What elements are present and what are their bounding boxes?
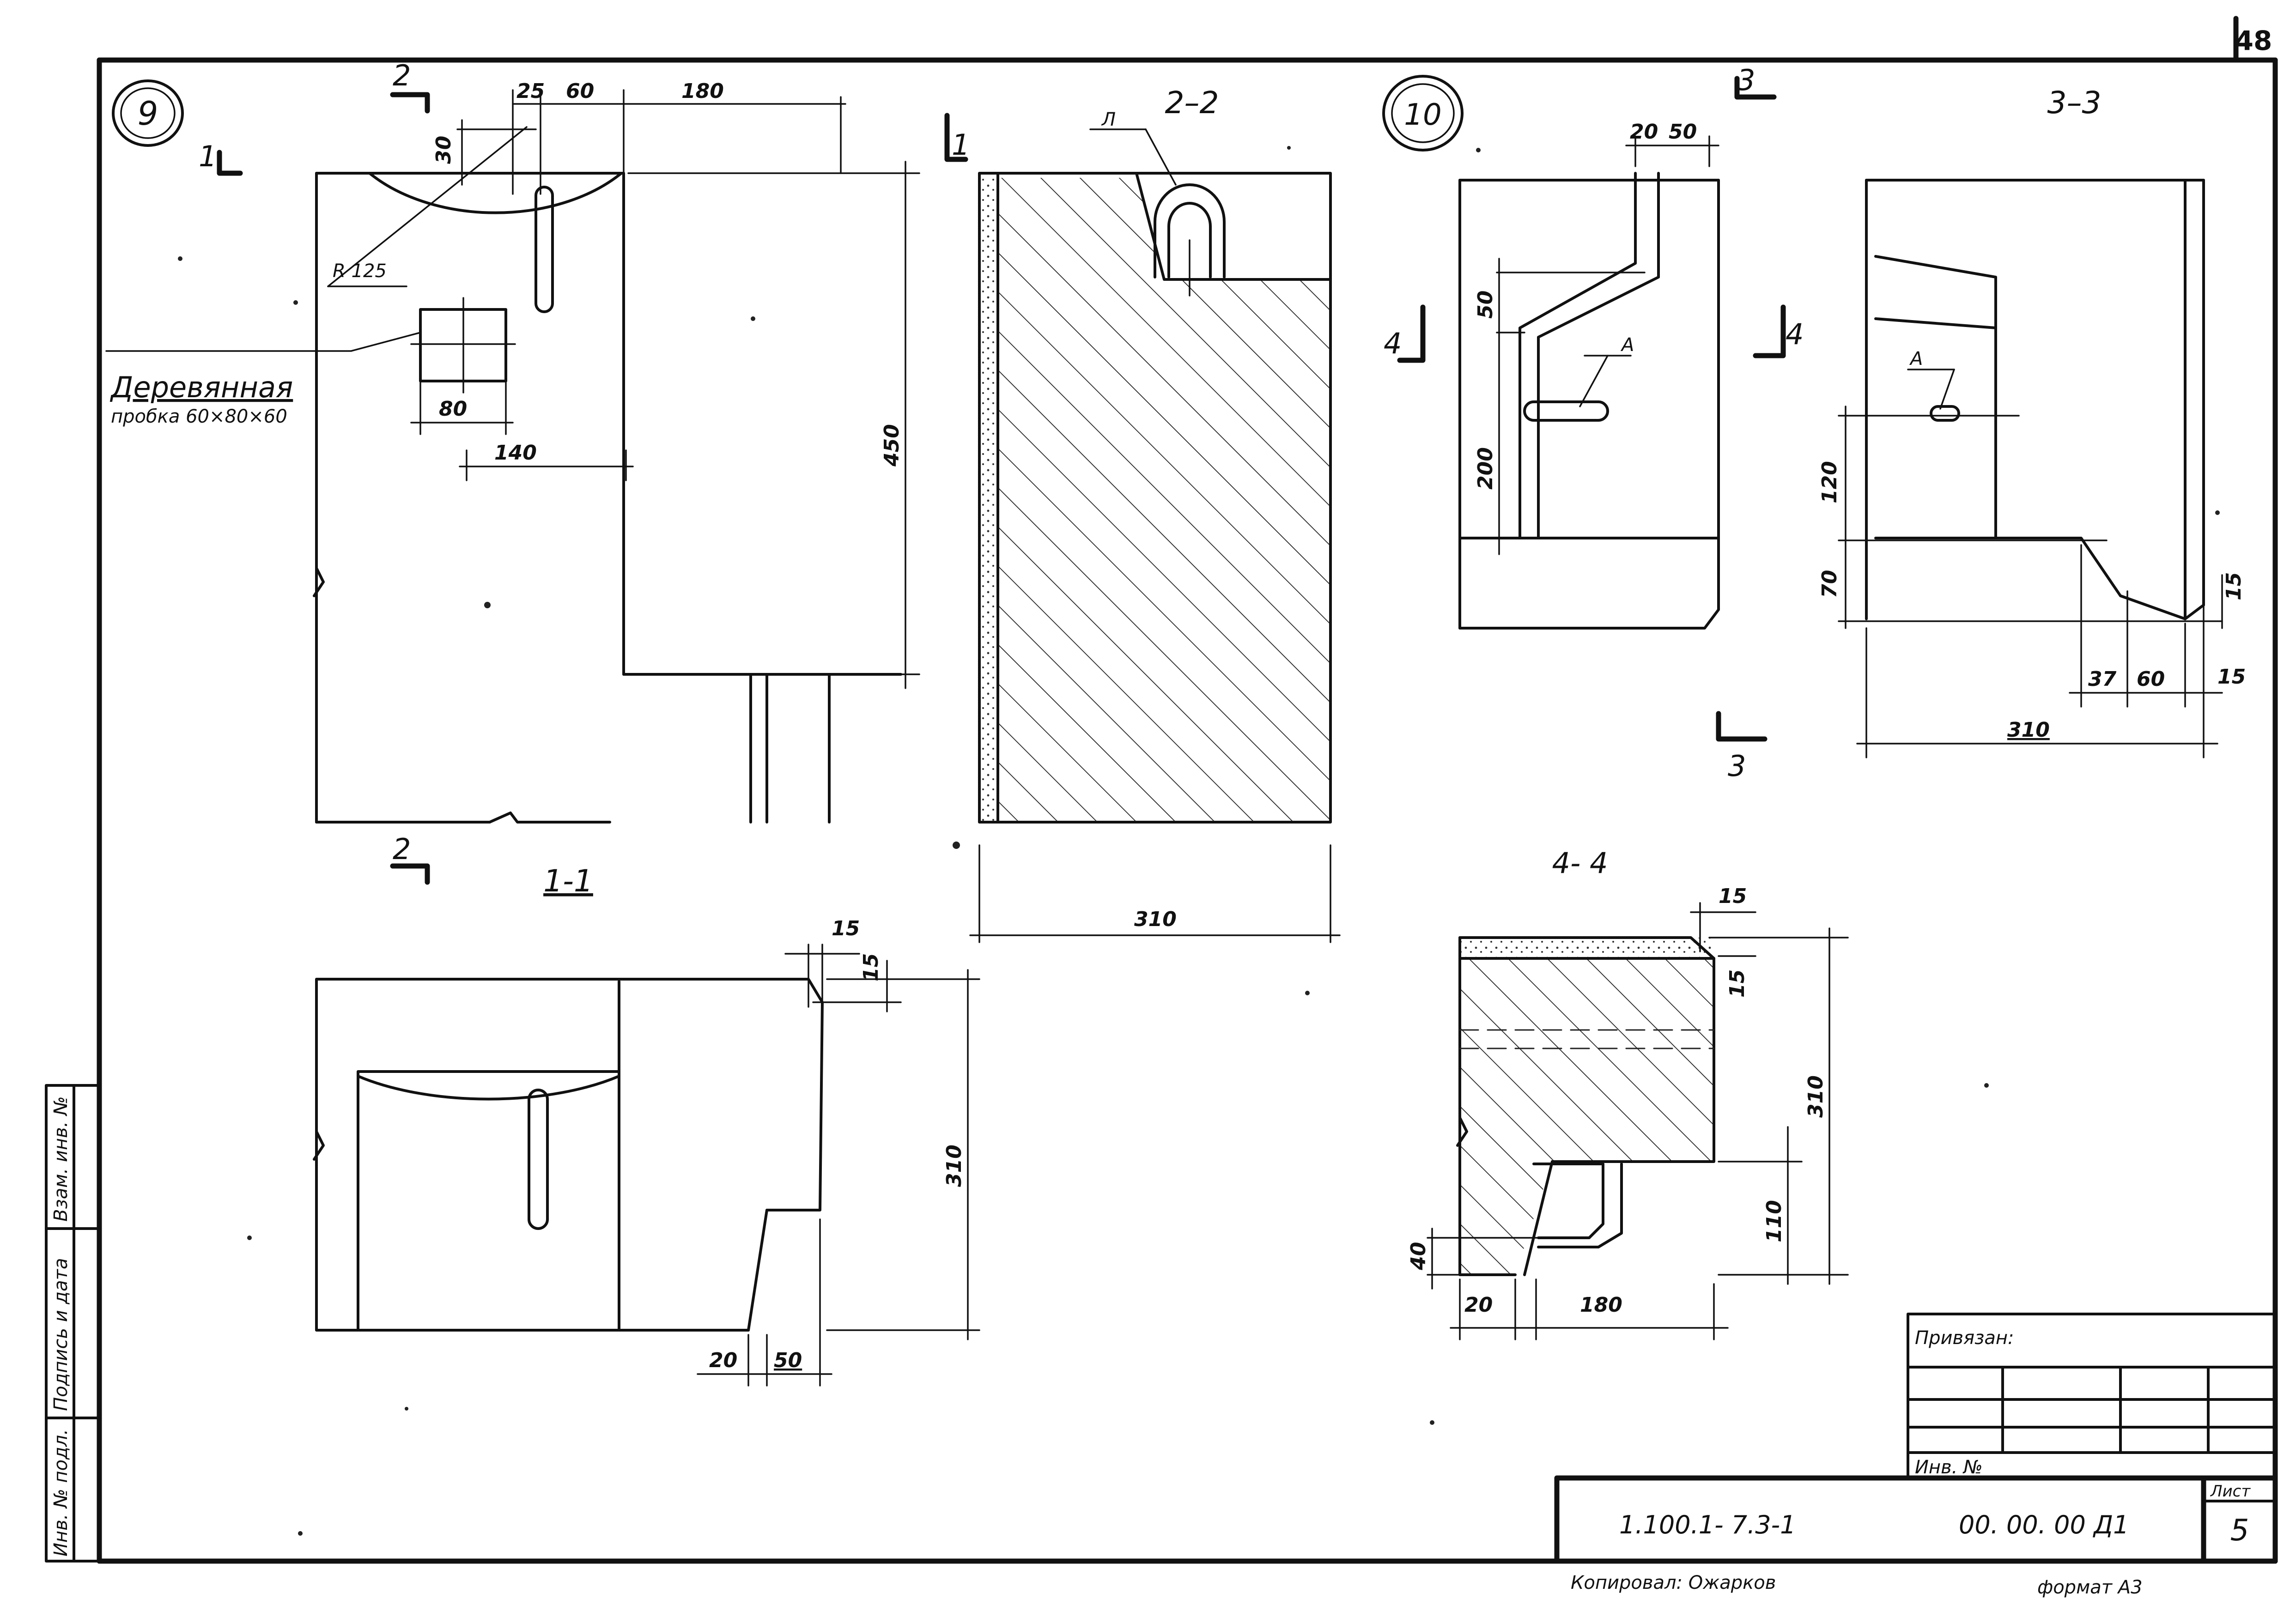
detail-10-circle xyxy=(1382,75,1464,151)
dim-200: 200 xyxy=(1474,447,1497,490)
section-mark-2-top: 2 xyxy=(393,59,411,92)
mark-L: Л xyxy=(1101,109,1116,130)
dim-50-s11: 50 xyxy=(774,1349,802,1372)
side-field-inventory: Инв. № подл. xyxy=(50,1429,72,1556)
drawing-code: 00. 00. 00 Д1 xyxy=(1959,1510,2129,1539)
dim-110: 110 xyxy=(1762,1200,1786,1242)
dim-60: 60 xyxy=(566,79,594,103)
mark-A-s33: A xyxy=(1909,348,1923,369)
section-mark-3-bottom: 3 xyxy=(1728,749,1746,783)
section-1-1 xyxy=(313,944,980,1387)
detail-9-dimensions xyxy=(410,89,920,689)
page-number: 48 xyxy=(2235,25,2272,56)
section-mark-1-left: 1 xyxy=(199,139,217,173)
dim-15-s11-vert: 15 xyxy=(859,953,883,981)
section-2-2 xyxy=(969,128,1341,943)
dim-25: 25 xyxy=(516,79,545,103)
detail-10 xyxy=(1382,75,1786,742)
side-stamp xyxy=(45,1084,101,1562)
dim-180-s44: 180 xyxy=(1580,1293,1622,1317)
section-4-4 xyxy=(1427,902,1849,1340)
sheet-label: Лист xyxy=(2210,1482,2251,1501)
mark-A-d10: A xyxy=(1620,334,1634,356)
dim-310-s11: 310 xyxy=(942,1145,966,1187)
title-block xyxy=(1554,1313,2278,1564)
sheet-format: формат А3 xyxy=(2037,1577,2143,1598)
section-mark-2-bottom: 2 xyxy=(393,832,411,866)
dim-15-s33: 15 xyxy=(2217,665,2246,689)
dim-310-s44: 310 xyxy=(1804,1075,1828,1118)
copied-by: Копировал: Ожарков xyxy=(1571,1572,1776,1593)
dim-50-d10: 50 xyxy=(1669,120,1697,144)
paper-specks xyxy=(178,146,2220,1536)
sheet-number: 5 xyxy=(2230,1514,2249,1548)
section-mark-3-top: 3 xyxy=(1737,63,1755,97)
dim-450: 450 xyxy=(880,424,904,467)
detail-9-front-view xyxy=(105,79,902,824)
dim-40: 40 xyxy=(1407,1242,1430,1271)
section-2-2-title: 2–2 xyxy=(1165,85,1219,121)
section-4-4-title: 4- 4 xyxy=(1552,846,1608,880)
side-field-replacement: Взам. инв. № xyxy=(50,1096,72,1222)
wood-plug-line-2: пробка 60×80×60 xyxy=(111,406,287,427)
dim-70: 70 xyxy=(1818,570,1841,598)
privyazan-label: Привязан: xyxy=(1915,1327,2014,1349)
dim-15-s33-vert: 15 xyxy=(2222,572,2246,600)
detail-9-number: 9 xyxy=(138,95,158,133)
section-1-1-title: 1-1 xyxy=(543,863,593,899)
dim-15-s11: 15 xyxy=(832,917,860,940)
section-mark-1-right: 1 xyxy=(952,128,970,162)
dim-50-vert: 50 xyxy=(1474,291,1497,319)
section-mark-4-left: 4 xyxy=(1384,327,1402,360)
dim-15-s44-vert: 15 xyxy=(1725,969,1749,998)
dim-37: 37 xyxy=(2088,667,2117,691)
dim-80: 80 xyxy=(439,397,467,421)
dim-15-s44-top: 15 xyxy=(1719,884,1747,908)
detail-10-number: 10 xyxy=(1404,98,1441,132)
wood-plug-line-1: Деревянная xyxy=(109,370,293,404)
section-3-3-title: 3–3 xyxy=(2047,85,2102,121)
inventory-label: Инв. № xyxy=(1915,1457,1983,1478)
dim-20-s11: 20 xyxy=(709,1349,737,1372)
document-code: 1.100.1- 7.3-1 xyxy=(1619,1510,1796,1539)
section-marks-9 xyxy=(217,92,968,885)
dim-20-d10: 20 xyxy=(1630,120,1658,144)
dim-310-s33: 310 xyxy=(2007,718,2050,742)
dim-30: 30 xyxy=(432,136,456,164)
detail-9-circle xyxy=(112,79,184,147)
dim-140: 140 xyxy=(494,441,537,465)
dim-120: 120 xyxy=(1818,461,1841,503)
dim-310-s22: 310 xyxy=(1134,908,1177,931)
radius-label: R 125 xyxy=(333,260,387,282)
dim-60-s33: 60 xyxy=(2137,667,2165,691)
dim-20-s44: 20 xyxy=(1464,1293,1493,1317)
side-field-signature: Подпись и дата xyxy=(50,1258,72,1411)
section-3-3 xyxy=(1838,179,2223,758)
section-mark-4-right: 4 xyxy=(1786,317,1804,351)
dim-180: 180 xyxy=(681,79,724,103)
